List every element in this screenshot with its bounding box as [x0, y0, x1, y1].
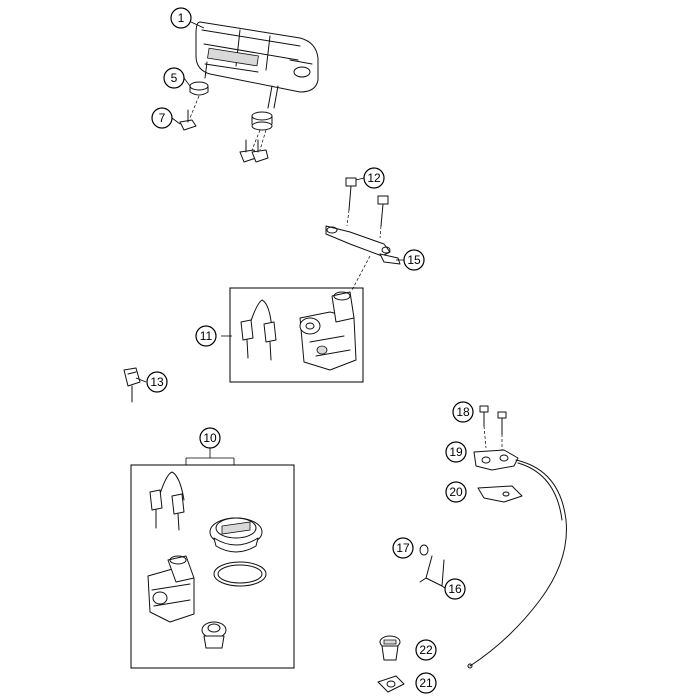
callout-10: 10: [199, 427, 221, 449]
svg-text:21: 21: [419, 676, 433, 690]
lock-plate: [377, 675, 405, 693]
callout-5: 5: [163, 67, 185, 89]
rubber-damper: [419, 544, 429, 556]
callout-7: 7: [151, 107, 173, 129]
svg-text:15: 15: [407, 253, 421, 267]
steering-lock: [147, 555, 195, 623]
callout-21: 21: [415, 672, 437, 694]
key-blank: [123, 367, 141, 403]
callout-20: 20: [445, 481, 467, 503]
instrument-cluster: [195, 21, 319, 109]
fuel-tank-cap: [209, 517, 263, 553]
lock-set-frame: [130, 464, 295, 669]
svg-text:18: 18: [456, 405, 470, 419]
svg-text:10: 10: [203, 431, 217, 445]
bolts-lower: [479, 405, 507, 435]
svg-text:19: 19: [449, 445, 463, 459]
holding-plate: [477, 485, 523, 503]
svg-text:17: 17: [396, 541, 410, 555]
mounting-nut: [179, 109, 269, 163]
svg-text:22: 22: [419, 643, 433, 657]
callout-22: 22: [415, 639, 437, 661]
wire-bracket: [325, 225, 401, 265]
svg-text:11: 11: [200, 329, 213, 343]
callout-17: 17: [392, 537, 414, 559]
lock-cylinder-small: [379, 635, 401, 661]
ignition-lock: [299, 291, 357, 371]
bracket-clamp: [419, 555, 449, 591]
seat-lock-cylinder: [201, 621, 227, 649]
svg-text:12: 12: [367, 171, 381, 185]
callout-12: 12: [363, 167, 385, 189]
callout-13: 13: [146, 371, 168, 393]
cap-seal-ring: [213, 561, 267, 587]
callout-16: 16: [444, 578, 466, 600]
bolts-upper: [345, 177, 389, 227]
svg-text:1: 1: [178, 11, 185, 25]
ignition-lock-frame: [229, 287, 364, 383]
callout-1: 1: [170, 7, 192, 29]
ignition-keys: [240, 299, 277, 361]
grommet: [189, 81, 273, 131]
release-cable: [469, 459, 567, 667]
svg-text:7: 7: [159, 111, 166, 125]
svg-text:20: 20: [449, 485, 463, 499]
svg-text:16: 16: [448, 582, 462, 596]
svg-text:13: 13: [150, 375, 164, 389]
cable-holder: [473, 449, 519, 471]
callout-15: 15: [403, 249, 425, 271]
callout-18: 18: [452, 401, 474, 423]
callout-11: 11: [195, 325, 217, 347]
lock-set-keys: [149, 471, 185, 531]
callout-19: 19: [445, 441, 467, 463]
svg-text:5: 5: [171, 71, 178, 85]
